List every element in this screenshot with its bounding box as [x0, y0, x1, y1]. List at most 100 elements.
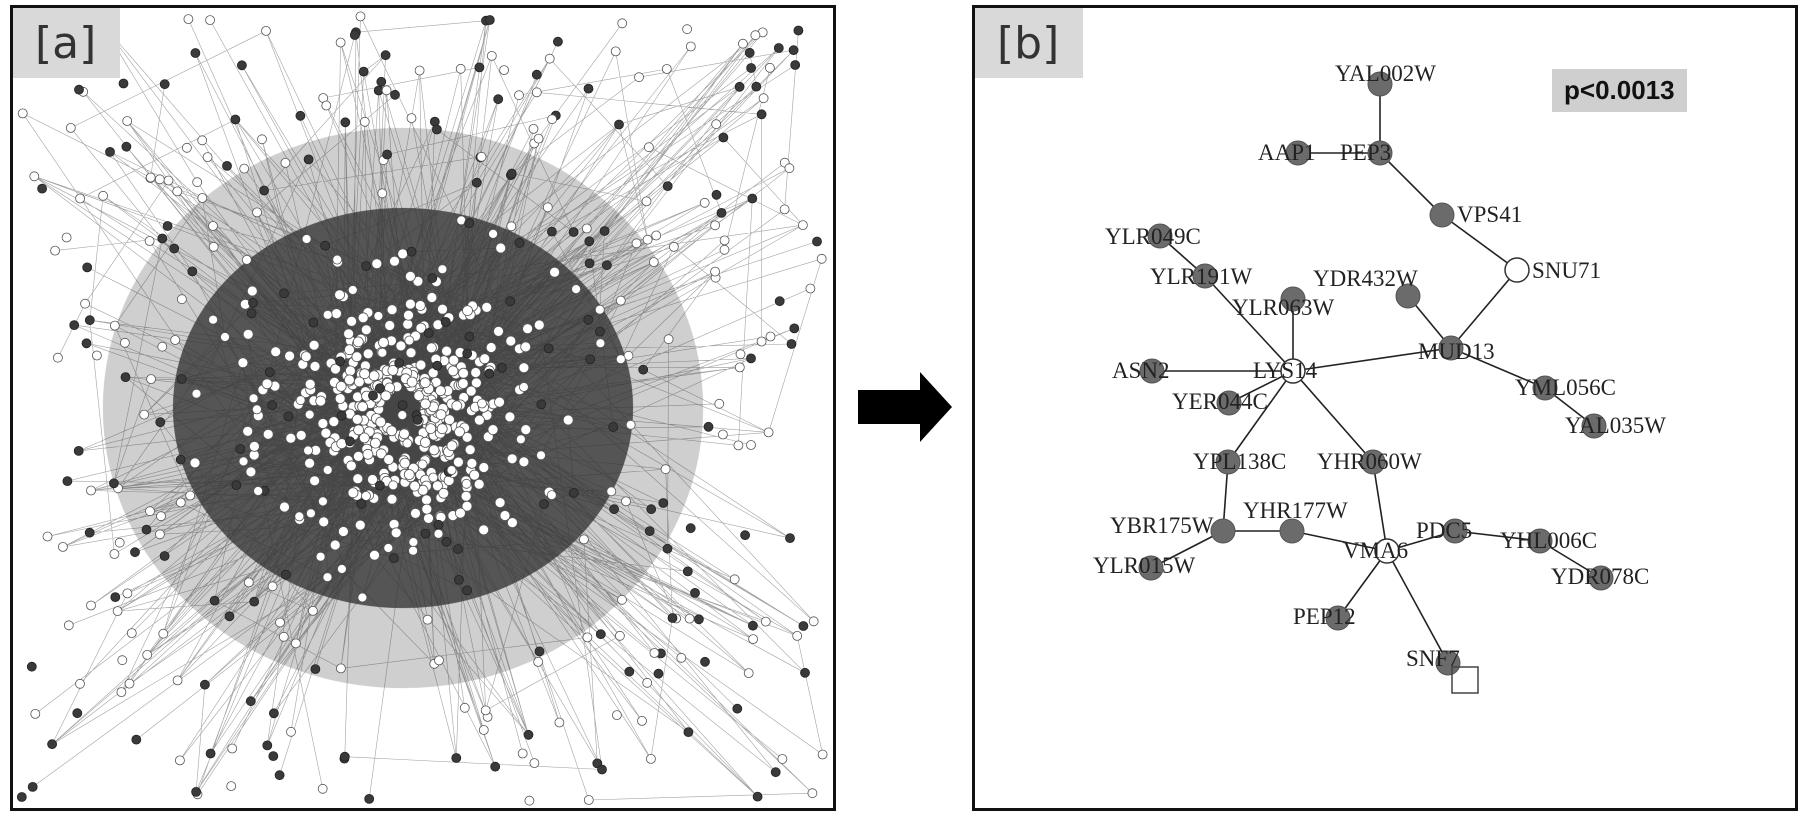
- network-node: [402, 438, 413, 449]
- network-node: [222, 160, 232, 171]
- network-node: [455, 63, 466, 74]
- network-node: [617, 18, 628, 29]
- network-node: [470, 367, 482, 378]
- network-node: [419, 436, 431, 448]
- network-node: [358, 432, 370, 444]
- network-node: [474, 62, 485, 73]
- node-label-pdc5: PDC5: [1416, 518, 1472, 543]
- network-node: [428, 444, 440, 456]
- network-node: [335, 663, 346, 674]
- network-node: [610, 46, 621, 57]
- network-node: [760, 616, 771, 627]
- network-node: [176, 294, 187, 305]
- edge-SNU71-MUD13: [1450, 269, 1518, 349]
- network-node: [617, 594, 627, 605]
- network-node: [339, 751, 350, 762]
- network-node: [283, 411, 294, 422]
- network-node: [669, 241, 679, 252]
- network-node: [209, 595, 220, 606]
- network-node: [175, 454, 186, 465]
- network-node: [73, 445, 84, 456]
- network-node: [415, 359, 427, 371]
- network-node: [582, 632, 593, 643]
- node-pdc5: [1442, 518, 1468, 544]
- network-node: [368, 370, 380, 382]
- network-node: [625, 419, 636, 430]
- network-node: [746, 353, 756, 364]
- network-node: [646, 504, 657, 515]
- network-node: [485, 342, 497, 353]
- network-node: [109, 549, 120, 559]
- network-node: [191, 388, 202, 399]
- network-node: [523, 729, 534, 740]
- network-node: [462, 305, 473, 317]
- node-label-lys14: LYS14: [1253, 358, 1318, 383]
- network-node: [734, 362, 745, 373]
- network-node: [554, 717, 565, 728]
- network-node: [37, 183, 48, 194]
- network-node: [469, 469, 480, 481]
- network-node: [637, 716, 647, 726]
- network-node: [817, 749, 828, 760]
- network-node: [437, 303, 448, 315]
- network-node: [602, 260, 612, 271]
- network-node: [86, 485, 96, 496]
- network-node: [520, 424, 532, 436]
- network-node: [506, 453, 518, 465]
- network-node: [531, 69, 542, 80]
- network-node: [246, 285, 258, 297]
- network-node: [192, 177, 203, 188]
- network-node: [406, 246, 417, 257]
- network-node: [785, 533, 795, 543]
- full-network-graph: [16, 11, 828, 806]
- network-node: [581, 223, 592, 234]
- network-node: [435, 409, 447, 421]
- network-node: [661, 64, 672, 74]
- edge-YBR175W-YLR015W: [1150, 530, 1224, 569]
- network-node: [547, 226, 557, 237]
- network-node: [349, 30, 360, 40]
- network-node: [241, 254, 252, 265]
- network-node: [448, 354, 460, 366]
- network-node: [351, 351, 363, 363]
- network-node: [397, 400, 408, 411]
- network-node: [719, 244, 730, 255]
- network-node: [533, 319, 545, 331]
- network-node: [436, 423, 448, 435]
- network-node: [253, 486, 264, 496]
- network-node: [377, 188, 388, 199]
- network-node: [746, 63, 756, 73]
- network-node: [239, 163, 250, 174]
- network-node: [84, 527, 95, 538]
- network-node: [245, 466, 257, 478]
- network-node: [646, 754, 656, 764]
- network-node: [690, 588, 700, 598]
- network-node: [61, 232, 72, 243]
- network-node: [459, 702, 470, 713]
- network-node: [531, 87, 542, 98]
- network-node: [638, 364, 649, 375]
- network-node: [595, 338, 606, 349]
- network-node: [465, 385, 477, 397]
- network-node: [357, 312, 369, 324]
- network-node: [473, 414, 485, 426]
- network-node: [546, 490, 557, 501]
- network-node: [126, 628, 137, 638]
- network-node: [777, 754, 788, 764]
- network-node: [703, 421, 714, 432]
- network-node: [453, 544, 464, 554]
- network-node: [174, 755, 185, 766]
- network-node: [562, 414, 574, 426]
- network-node: [183, 14, 194, 25]
- network-node: [105, 146, 115, 157]
- network-node: [336, 410, 347, 421]
- right-arrow-icon: [858, 372, 952, 442]
- network-node: [414, 65, 425, 76]
- edge-LYS14-YHR060W: [1292, 370, 1374, 463]
- network-node: [740, 530, 750, 541]
- network-node: [72, 708, 83, 719]
- network-node: [808, 616, 819, 627]
- network-node: [464, 444, 476, 456]
- network-node: [752, 791, 763, 802]
